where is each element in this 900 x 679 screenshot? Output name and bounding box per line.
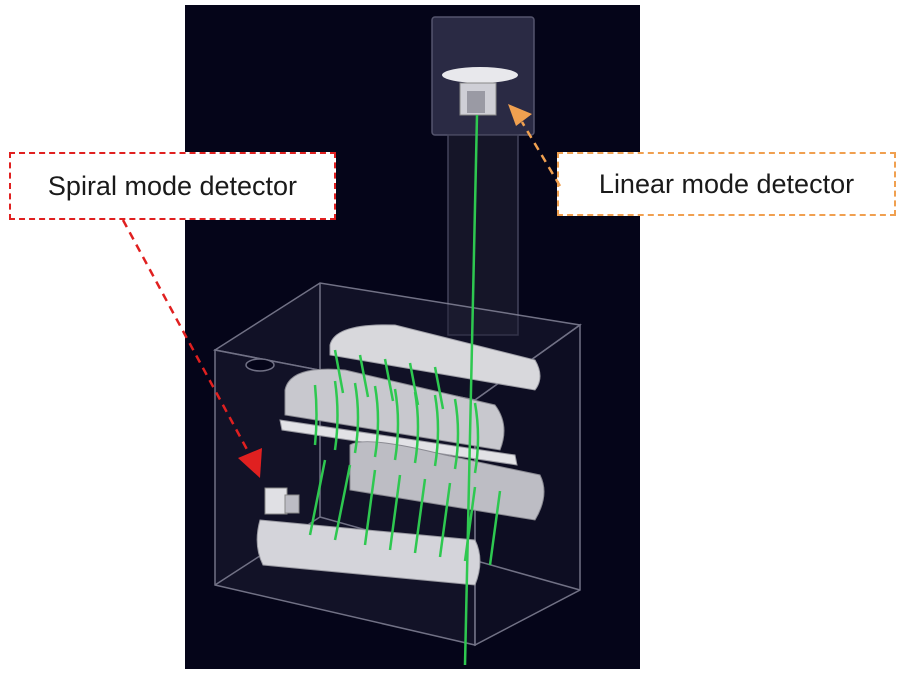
lower-magnet-yoke	[256, 519, 481, 586]
linear-mode-detector-label: Linear mode detector	[557, 152, 896, 216]
upper-magnet-yoke	[329, 324, 541, 391]
linear-leader-arrow	[508, 104, 562, 187]
spiral-mode-detector-text: Spiral mode detector	[47, 170, 298, 201]
spiral-detector	[264, 487, 300, 515]
linear-detector-housing	[431, 16, 535, 336]
linear-mode-detector-text: Linear mode detector	[598, 168, 855, 199]
beam-trajectories	[308, 114, 502, 666]
spiral-mode-detector-label: Spiral mode detector	[9, 152, 336, 220]
apparatus-drawing	[213, 16, 582, 666]
apparatus-render	[185, 5, 640, 669]
spiral-leader-arrow	[121, 219, 262, 478]
